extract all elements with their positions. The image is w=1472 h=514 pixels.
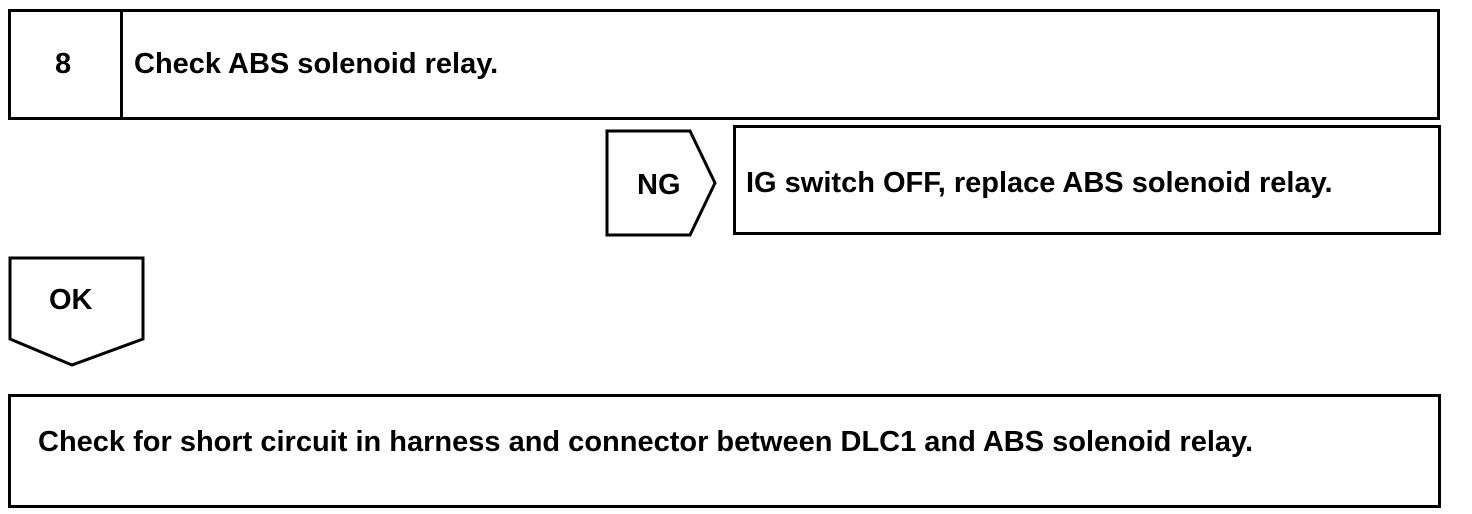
- next-step-box: [8, 394, 1441, 508]
- step-title: Check ABS solenoid relay.: [134, 48, 499, 80]
- next-step-text: Check for short circuit in harness and c…: [38, 426, 1254, 458]
- ng-action-text: IG switch OFF, replace ABS solenoid rela…: [746, 167, 1333, 199]
- step-box: [8, 9, 1440, 120]
- ng-action-box: [733, 125, 1441, 235]
- step-number: 8: [55, 48, 72, 80]
- step-number-divider: [8, 9, 123, 120]
- ok-label: OK: [49, 284, 93, 316]
- ng-label: NG: [637, 169, 681, 201]
